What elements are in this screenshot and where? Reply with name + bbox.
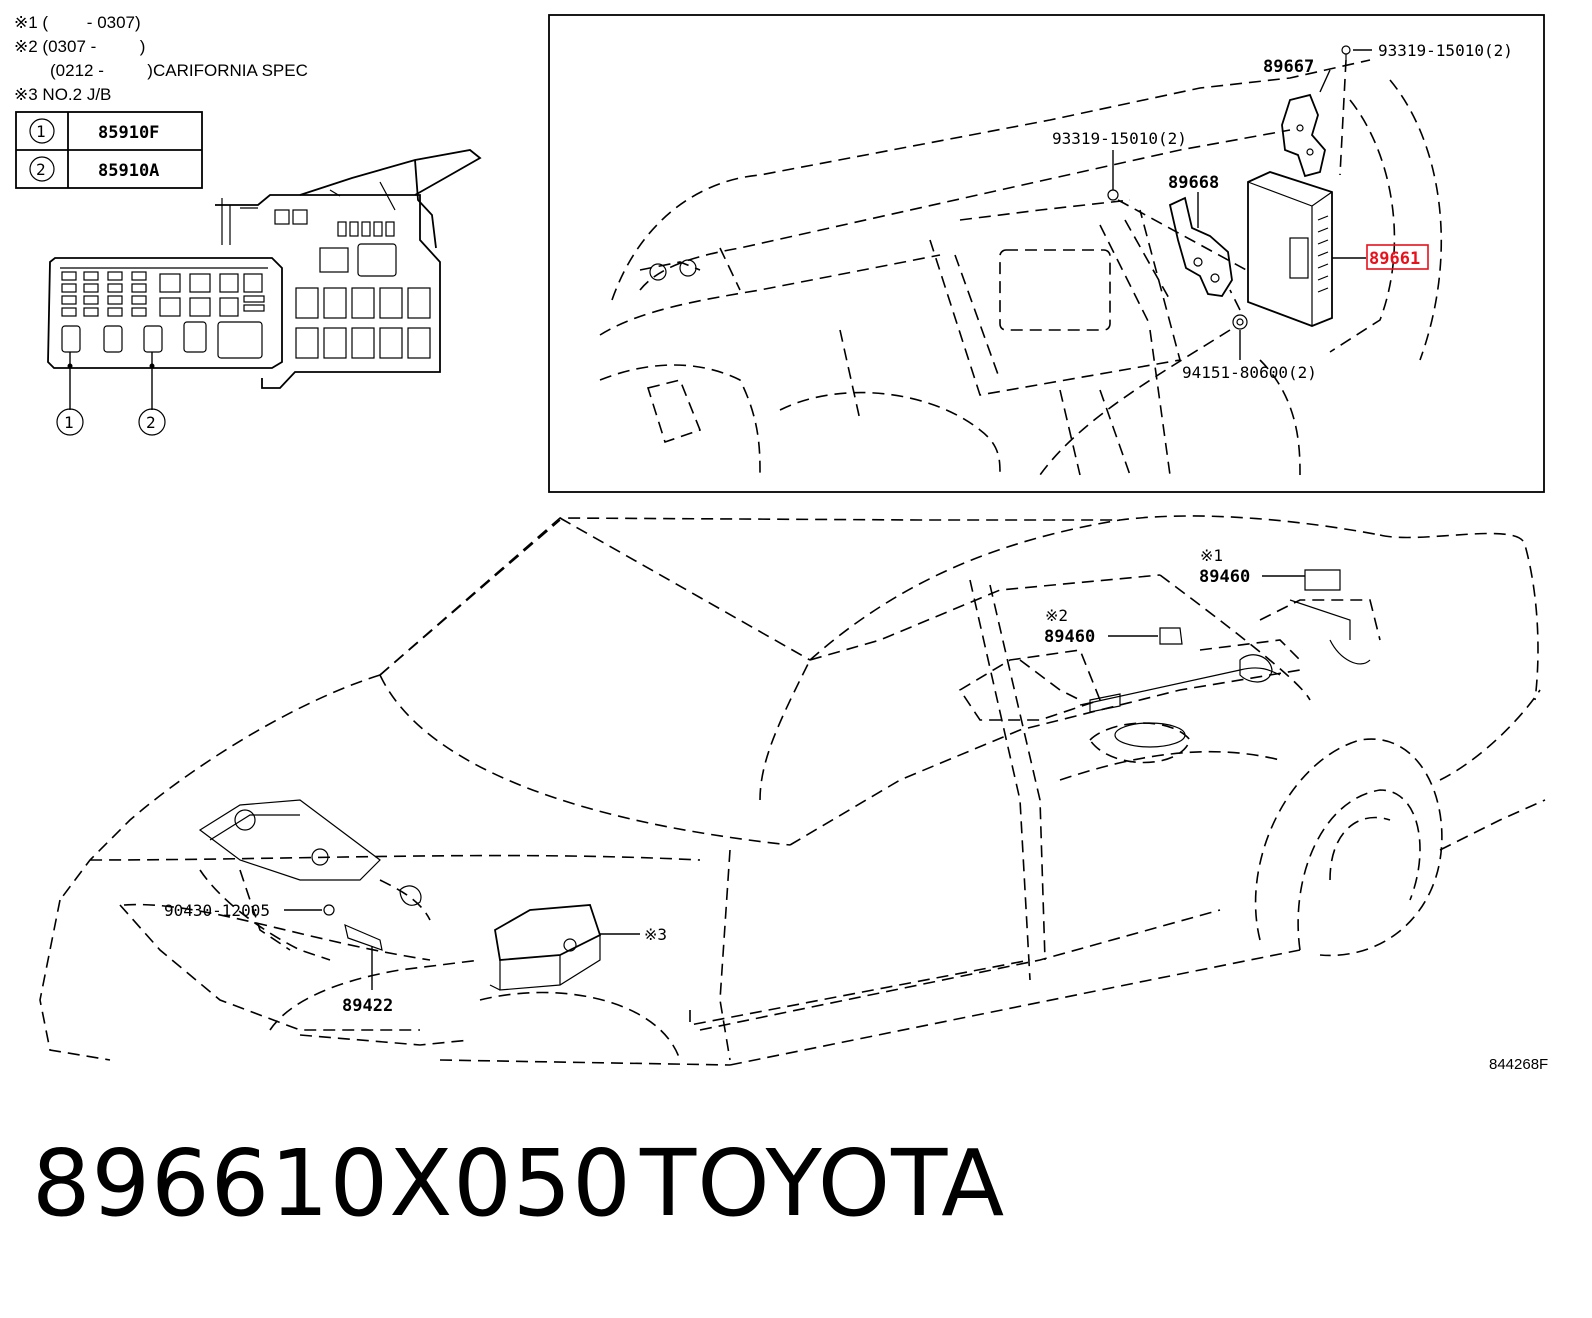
legend-num-1: 1 [36,122,46,141]
note-2-california: (0212 - )CARIFORNIA SPEC [50,61,308,80]
brand-name: TOYOTA [640,1130,1006,1237]
junction-block-drawing: 1 2 [47,149,482,436]
label-90430: 90430-12005 [164,901,270,920]
legend-table: 1 2 85910F 85910A [15,111,203,189]
label-89460-mid: 89460 [1044,627,1095,647]
note-2: ※2 (0307 - ) [14,37,145,56]
diagram-code: 844268F [1489,1056,1548,1073]
label-note-2: ※2 [1045,606,1068,625]
label-93319-top: 93319-15010(2) [1378,41,1513,60]
label-89668: 89668 [1168,173,1219,193]
note-1: ※1 ( - 0307) [14,13,141,32]
note-3: ※3 NO.2 J/B [14,85,111,104]
label-89667: 89667 [1263,57,1314,77]
label-94151: 94151-80600(2) [1182,363,1317,382]
legend-part-1: 85910F [98,123,159,143]
label-89460-top: 89460 [1199,567,1250,587]
part-number: 896610X050 [32,1130,632,1237]
label-note-1: ※1 [1200,546,1223,565]
highlight-box [1366,244,1429,270]
legend-num-2: 2 [36,160,46,179]
label-89661: 89661 [1369,249,1420,269]
callout-1: 1 [64,413,74,432]
legend-part-2: 85910A [98,161,159,181]
label-note-3: ※3 [644,925,667,944]
ecu-inset: 89667 93319-15010(2) 93319-15010(2) 8966… [548,14,1545,493]
callout-2: 2 [146,413,156,432]
label-89422: 89422 [342,996,393,1016]
car-drawing: ※1 89460 ※2 89460 90430-12005 ※3 89422 8… [39,515,1548,1073]
label-93319-left: 93319-15010(2) [1052,129,1187,148]
